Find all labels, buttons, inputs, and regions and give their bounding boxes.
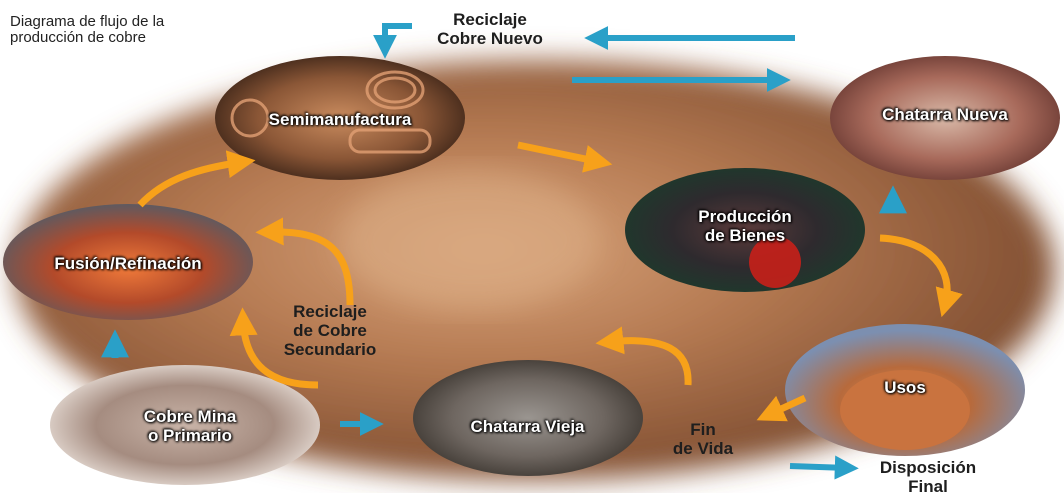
label-produccion-bienes: Producción de Bienes [698,207,792,245]
label-reciclaje-secundario: Reciclaje de Cobre Secundario [283,302,377,359]
label-usos: Usos [884,378,926,397]
chatarra-vieja-image [413,360,643,476]
disposicion-arrow [789,455,859,480]
label-semimanufactura: Semimanufactura [268,110,412,129]
label-cobre-mina: Cobre Mina o Primario [143,407,237,445]
label-reciclaje-cobre-nuevo: Reciclaje Cobre Nuevo [437,10,543,48]
fusion-to-semi-arrow [137,150,256,208]
label-chatarra-vieja: Chatarra Vieja [470,417,585,436]
fin-to-vieja-arrow [595,326,692,386]
reciclaje-arrow-down [373,23,412,59]
fusion-refinacion-image [3,204,253,320]
secundario-to-fusion-arrow-lower [229,307,319,389]
label-chatarra-nueva: Chatarra Nueva [882,105,1008,124]
semimanufactura-image [215,56,465,180]
semi-to-produccion-arrow [517,141,613,173]
cobre-mina-image [50,365,320,485]
produccion-to-usos-arrow [879,234,963,318]
label-disposicion-final: Disposición Final [879,458,977,496]
diagram-title: Diagrama de flujo de la producción de co… [10,13,165,46]
chatarra-nueva-image [830,56,1060,180]
produccion-bienes-image [625,168,865,292]
usos-to-fin-arrow [756,394,807,422]
copper-pipes-graphic [230,70,432,154]
label-fin-de-vida: Fin de Vida [672,420,734,458]
label-fusion-refinacion: Fusión/Refinación [54,254,202,273]
secundario-to-fusion-arrow-upper [255,217,354,306]
